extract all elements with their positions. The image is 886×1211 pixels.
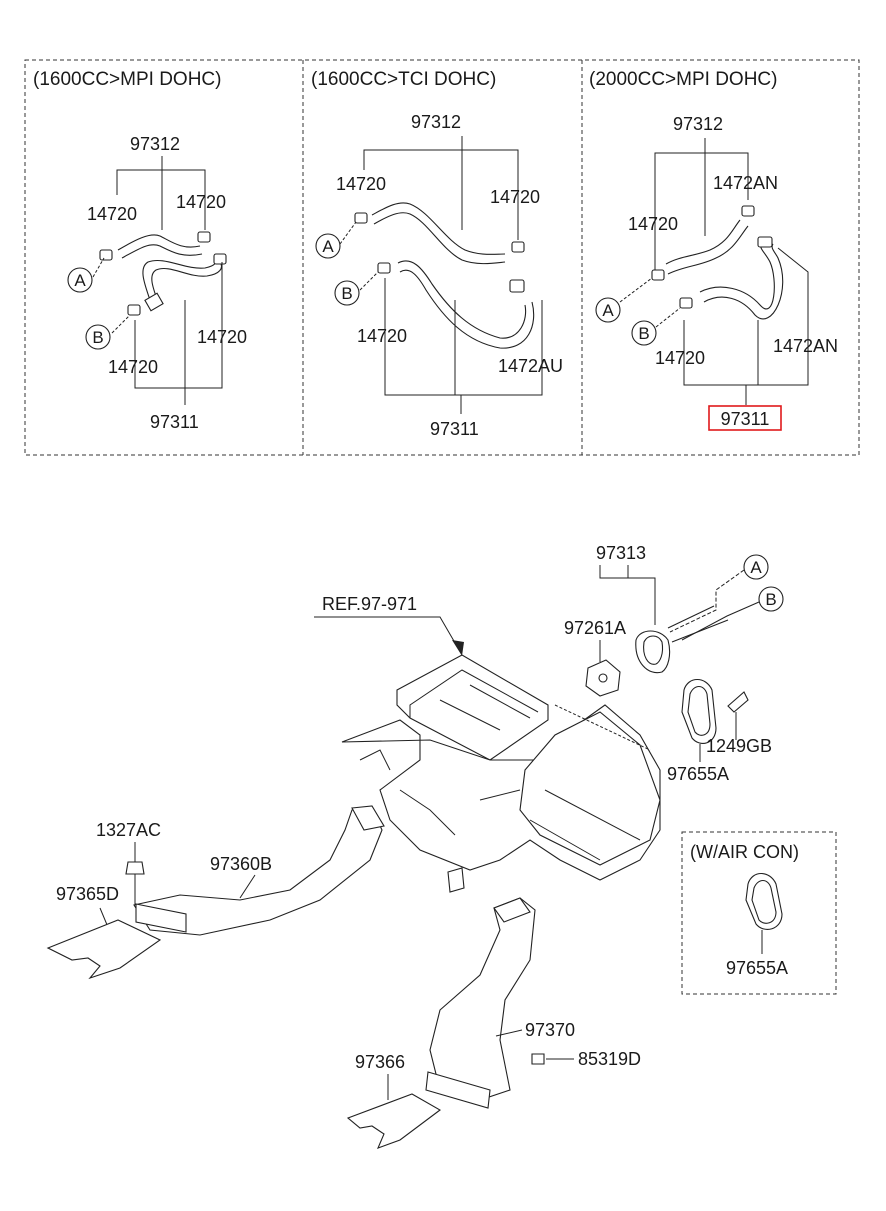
part-label-1327ac[interactable]: 1327AC [96,820,161,840]
part-label-14720[interactable]: 14720 [490,187,540,207]
svg-text:A: A [322,237,334,256]
part-label-97360b[interactable]: 97360B [210,854,272,874]
part-label-97370[interactable]: 97370 [525,1020,575,1040]
part-label-85319d[interactable]: 85319D [578,1049,641,1069]
part-label-14720[interactable]: 14720 [87,204,137,224]
part-label-97312[interactable]: 97312 [673,114,723,134]
aircon-header: (W/AIR CON) [690,842,799,862]
panel-header: (1600CC>MPI DOHC) [33,69,221,90]
connector-b-callout [758,586,784,612]
svg-text:A: A [74,271,86,290]
connector-a-callout [67,267,93,293]
connector-b-callout [85,324,111,350]
part-label-97366[interactable]: 97366 [355,1052,405,1072]
aircon-option-box: (W/AIR CON) 97655A [681,831,837,995]
clamp-icon [511,241,525,253]
connector-b-callout [631,320,657,346]
nut-icon [125,861,145,875]
floor-vent-part [46,919,162,980]
clamp-icon [741,205,755,217]
part-label-14720[interactable]: 14720 [357,326,407,346]
clamp-icon [99,249,113,261]
heater-core-housing [396,654,549,761]
panel-1600cc-mpi: (1600CC>MPI DOHC) 97312 14720 14720 A B … [33,69,247,432]
screw-icon [531,1053,545,1065]
top-panels-frame [24,59,860,456]
connector-a-callout [315,233,341,259]
part-label-97311[interactable]: 97311 [150,412,199,432]
svg-text:B: B [765,590,776,609]
panel-header: (1600CC>TCI DOHC) [311,69,496,90]
part-label-97261a[interactable]: 97261A [564,618,626,638]
part-label-14720[interactable]: 14720 [336,174,386,194]
svg-text:B: B [92,328,103,347]
bolt-icon [727,691,749,713]
part-label-97313[interactable]: 97313 [596,543,646,563]
part-label-97655a[interactable]: 97655A [726,958,788,978]
part-label-14720[interactable]: 14720 [655,348,705,368]
connector-a-callout [743,554,769,580]
clamp-icon [509,279,525,293]
connector-a-callout [595,297,621,323]
clamp-icon [757,236,773,248]
ref-label[interactable]: REF.97-971 [322,594,417,614]
clamp-icon [354,212,368,224]
part-label-14720[interactable]: 14720 [108,357,158,377]
svg-text:B: B [638,324,649,343]
part-label-97655a[interactable]: 97655A [667,764,729,784]
part-label-1472an[interactable]: 1472AN [773,336,838,356]
part-label-97365d[interactable]: 97365D [56,884,119,904]
svg-text:B: B [341,284,352,303]
clamp-icon [213,253,227,265]
part-label-97312[interactable]: 97312 [130,134,180,154]
heater-assembly: 97313 A B 97261A REF.97-971 [46,543,784,1149]
clamp-icon [377,262,391,274]
heater-case [519,711,661,866]
part-label-14720[interactable]: 14720 [176,192,226,212]
clamp-icon [197,231,211,243]
clamp-icon [679,297,693,309]
svg-text:A: A [602,301,614,320]
part-label-97312[interactable]: 97312 [411,112,461,132]
part-label-1472au[interactable]: 1472AU [498,356,563,376]
part-label-14720[interactable]: 14720 [628,214,678,234]
panel-2000cc-mpi: (2000CC>MPI DOHC) 97312 1472AN 14720 A B… [589,69,838,431]
right-duct-part [429,897,536,1101]
svg-text:A: A [750,558,762,577]
floor-vent-part [346,1093,441,1149]
part-label-1472an[interactable]: 1472AN [713,173,778,193]
panel-1600cc-tci: (1600CC>TCI DOHC) 97312 14720 14720 A B … [311,69,563,439]
clamp-icon [651,269,665,281]
connector-b-callout [334,280,360,306]
panel-header: (2000CC>MPI DOHC) [589,69,777,90]
highlight-box [708,405,782,431]
clamp-icon [127,304,141,316]
part-label-97311[interactable]: 97311 [430,419,479,439]
part-label-97311[interactable]: 97311 [721,409,770,429]
part-label-1249gb[interactable]: 1249GB [706,736,772,756]
